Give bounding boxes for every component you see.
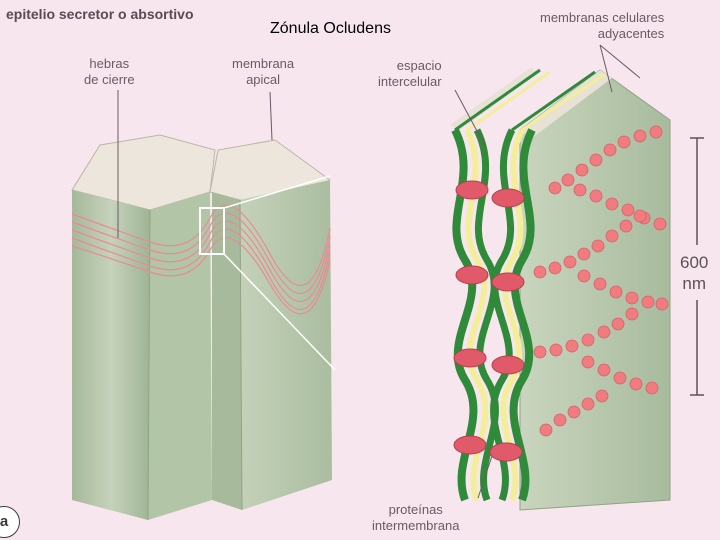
label-line: adyacentes: [540, 26, 664, 42]
figure-heading: epitelio secretor o absortivo: [6, 6, 194, 22]
label-line: espacio: [378, 58, 442, 74]
right-cell: [210, 140, 332, 510]
label-line: intermembrana: [372, 518, 459, 534]
label-line: membrana: [232, 56, 294, 72]
left-cell: [72, 135, 215, 520]
scale-value: 600: [680, 252, 708, 273]
scale-label: 600 nm: [680, 252, 708, 294]
panel-letter-text: a: [0, 513, 8, 530]
label-membrana-apical: membrana apical: [232, 56, 294, 88]
label-hebras-de-cierre: hebras de cierre: [84, 56, 135, 88]
label-line: membranas celulares: [540, 10, 664, 26]
slide-title: Zónula Ocludens: [270, 20, 391, 38]
scale-unit: nm: [680, 273, 708, 294]
label-line: de cierre: [84, 72, 135, 88]
label-line: intercelular: [378, 74, 442, 90]
label-line: apical: [232, 72, 294, 88]
label-espacio-intercelular: espacio intercelular: [378, 58, 442, 90]
label-line: proteínas: [372, 502, 459, 518]
label-membranas-celulares-adyacentes: membranas celulares adyacentes: [540, 10, 664, 42]
label-proteinas-intermembrana: proteínas intermembrana: [372, 502, 459, 534]
label-line: hebras: [84, 56, 135, 72]
